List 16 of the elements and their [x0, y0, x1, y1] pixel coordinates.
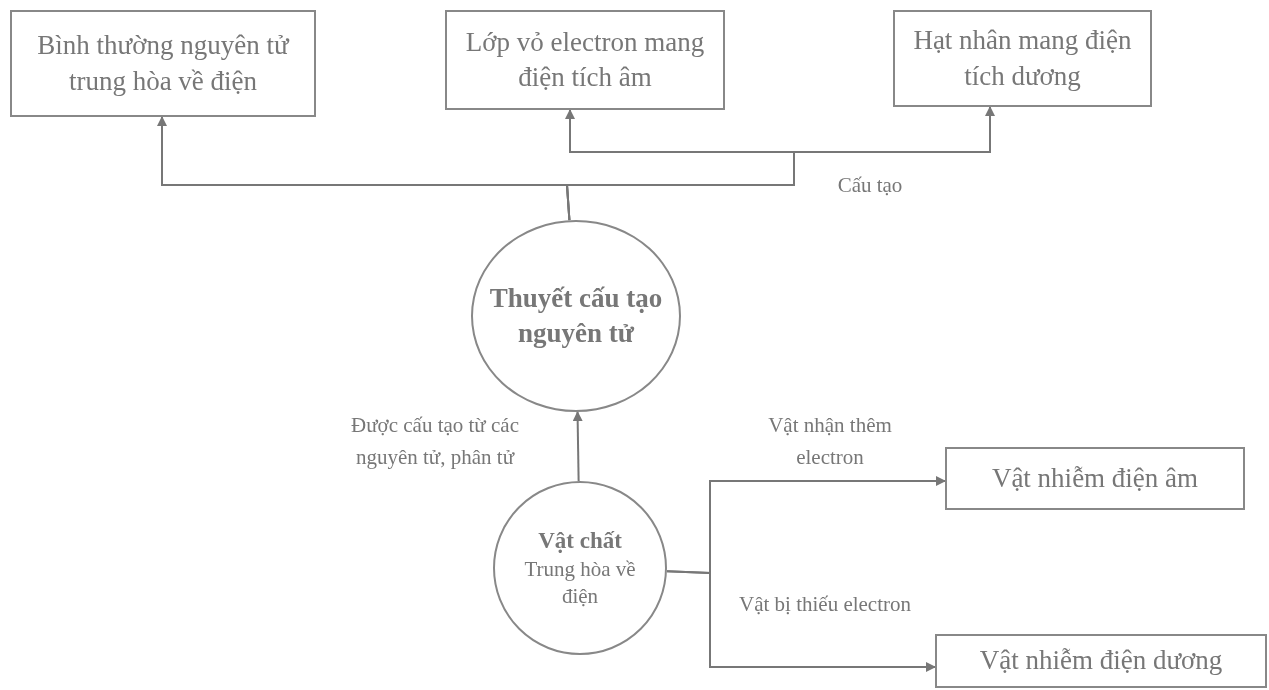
node-title: Hạt nhân mang điện tích dương [912, 24, 1133, 93]
text-box [935, 634, 1267, 688]
text-box [10, 10, 316, 117]
text-box [893, 10, 1152, 107]
text-box [945, 447, 1245, 510]
arrow [665, 570, 936, 672]
node-title: Vật nhiễm điện dương [979, 644, 1223, 678]
node-title: Lớp vỏ electron mang điện tích âm [464, 25, 706, 94]
arrow [572, 411, 583, 482]
text-box [445, 10, 725, 110]
node-title: Vật nhiễm điện âm [991, 461, 1199, 495]
node-title: Vật chất [538, 526, 622, 555]
arrow [565, 106, 995, 222]
node-title: Thuyết cấu tạo nguyên tử [488, 281, 664, 350]
node-text: Trung hòa về điện [523, 555, 637, 610]
node-title: Bình thường nguyên tử trung hòa về điện [36, 29, 291, 98]
